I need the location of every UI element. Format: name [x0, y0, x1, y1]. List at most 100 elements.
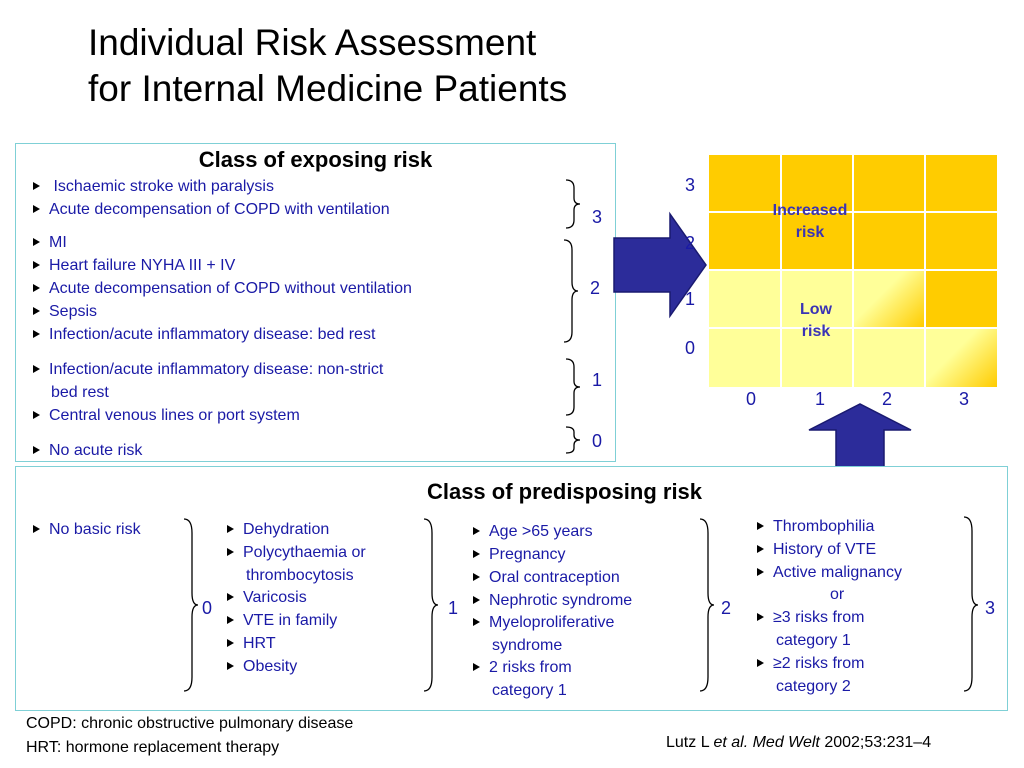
predisposing-item: Active malignancy: [757, 563, 902, 583]
brace-icon: [423, 518, 439, 692]
predisposing-risk-title: Class of predisposing risk: [426, 479, 703, 504]
bullet-icon: [473, 596, 480, 604]
bullet-icon: [33, 261, 40, 269]
matrix-y-tick: 1: [685, 289, 696, 309]
matrix-y-tick: 2: [685, 233, 696, 253]
bullet-icon: [33, 307, 40, 315]
citation-journal: Med Welt: [752, 734, 820, 751]
predisposing-item: No basic risk: [33, 520, 141, 540]
predisposing-item-continued: category 1: [492, 682, 567, 699]
bullet-icon: [33, 446, 40, 454]
predisposing-item: ≥3 risks from: [757, 608, 864, 628]
citation-ref: 2002;53:231–4: [824, 734, 932, 751]
predisposing-item: Dehydration: [227, 520, 329, 540]
exposing-item: Sepsis: [33, 302, 97, 322]
predisposing-item: Obesity: [227, 657, 297, 677]
brace-icon: [563, 239, 579, 343]
bullet-icon: [757, 545, 764, 553]
right-arrow-icon: [613, 211, 707, 319]
increased-risk-label: Increased risk: [772, 202, 848, 241]
exposing-item: Ischaemic stroke with paralysis: [33, 177, 274, 197]
brace-icon: [565, 358, 581, 416]
predisposing-item: Varicosis: [227, 588, 307, 608]
bullet-icon: [227, 616, 234, 624]
matrix-cell-low: [781, 270, 853, 328]
risk-matrix: Increased risk Low risk: [708, 154, 998, 388]
title-line-1: Individual Risk Assessment: [88, 22, 537, 63]
matrix-cell-transition: [853, 270, 925, 328]
exposing-risk-box: [15, 143, 616, 462]
predisposing-item: Polycythaemia or: [227, 543, 366, 563]
predisposing-item: Nephrotic syndrome: [473, 591, 632, 611]
predisposing-item-continued: category 2: [776, 678, 851, 695]
matrix-cell-low: [708, 328, 781, 388]
matrix-y-tick: 0: [685, 338, 696, 358]
matrix-cell-high: [925, 270, 998, 328]
up-arrow-icon: [808, 403, 912, 466]
matrix-x-tick: 2: [882, 389, 893, 409]
predisposing-item: HRT: [227, 634, 276, 654]
matrix-cell-high: [925, 212, 998, 270]
matrix-cell-high: [781, 154, 853, 212]
exposing-item: Acute decompensation of COPD without ven…: [33, 279, 412, 299]
footnote-copd: COPD: chronic obstructive pulmonary dise…: [26, 715, 354, 732]
bullet-icon: [33, 365, 40, 373]
predisposing-item: Oral contraception: [473, 568, 620, 588]
bullet-icon: [757, 659, 764, 667]
bullet-icon: [473, 550, 480, 558]
low-risk-label: Low risk: [800, 301, 832, 340]
bullet-icon: [33, 205, 40, 213]
brace-icon: [699, 518, 715, 692]
predisposing-score: 2: [721, 598, 732, 618]
title-line-2: for Internal Medicine Patients: [88, 68, 568, 109]
predisposing-item: VTE in family: [227, 611, 337, 631]
matrix-x-tick: 1: [815, 389, 826, 409]
matrix-y-tick: 3: [685, 175, 696, 195]
exposing-item: No acute risk: [33, 441, 142, 461]
bullet-icon: [33, 525, 40, 533]
matrix-cell-transition: [925, 328, 998, 388]
predisposing-score: 1: [448, 598, 459, 618]
matrix-cell-high: [708, 154, 781, 212]
predisposing-item: Thrombophilia: [757, 517, 874, 537]
predisposing-risk-box: [15, 466, 1008, 711]
exposing-risk-title: Class of exposing risk: [198, 147, 433, 172]
bullet-icon: [227, 525, 234, 533]
predisposing-item: Pregnancy: [473, 545, 566, 565]
brace-icon: [565, 426, 581, 454]
predisposing-item-continued: category 1: [776, 632, 851, 649]
exposing-item: Heart failure NYHA III + IV: [33, 256, 235, 276]
bullet-icon: [757, 613, 764, 621]
matrix-cell-high: [925, 154, 998, 212]
matrix-cell-high: [708, 212, 781, 270]
matrix-cell-low: [781, 328, 853, 388]
brace-icon: [183, 518, 199, 692]
bullet-icon: [757, 522, 764, 530]
predisposing-item: History of VTE: [757, 540, 876, 560]
exposing-score: 0: [592, 431, 603, 451]
exposing-score: 2: [590, 278, 601, 298]
bullet-icon: [757, 568, 764, 576]
exposing-item: MI: [33, 233, 67, 253]
matrix-x-tick: 3: [959, 389, 970, 409]
bullet-icon: [33, 182, 40, 190]
matrix-cell-high: [853, 154, 925, 212]
predisposing-item: ≥2 risks from: [757, 654, 864, 674]
matrix-cell-low: [853, 328, 925, 388]
predisposing-item: 2 risks from: [473, 658, 572, 678]
bullet-icon: [473, 663, 480, 671]
exposing-item: Central venous lines or port system: [33, 406, 300, 426]
bullet-icon: [227, 639, 234, 647]
exposing-item: Infection/acute inflammatory disease: no…: [33, 360, 383, 380]
citation: Lutz L et al. Med Welt 2002;53:231–4: [666, 734, 931, 752]
bullet-icon: [33, 411, 40, 419]
bullet-icon: [33, 238, 40, 246]
predisposing-item: Myeloproliferative: [473, 613, 614, 633]
matrix-cell-high: [853, 212, 925, 270]
brace-icon: [963, 516, 979, 692]
slide-title: Individual Risk Assessment for Internal …: [88, 20, 567, 112]
exposing-score: 3: [592, 207, 603, 227]
exposing-score: 1: [592, 370, 603, 390]
predisposing-score: 3: [985, 598, 996, 618]
exposing-item: Infection/acute inflammatory disease: be…: [33, 325, 375, 345]
